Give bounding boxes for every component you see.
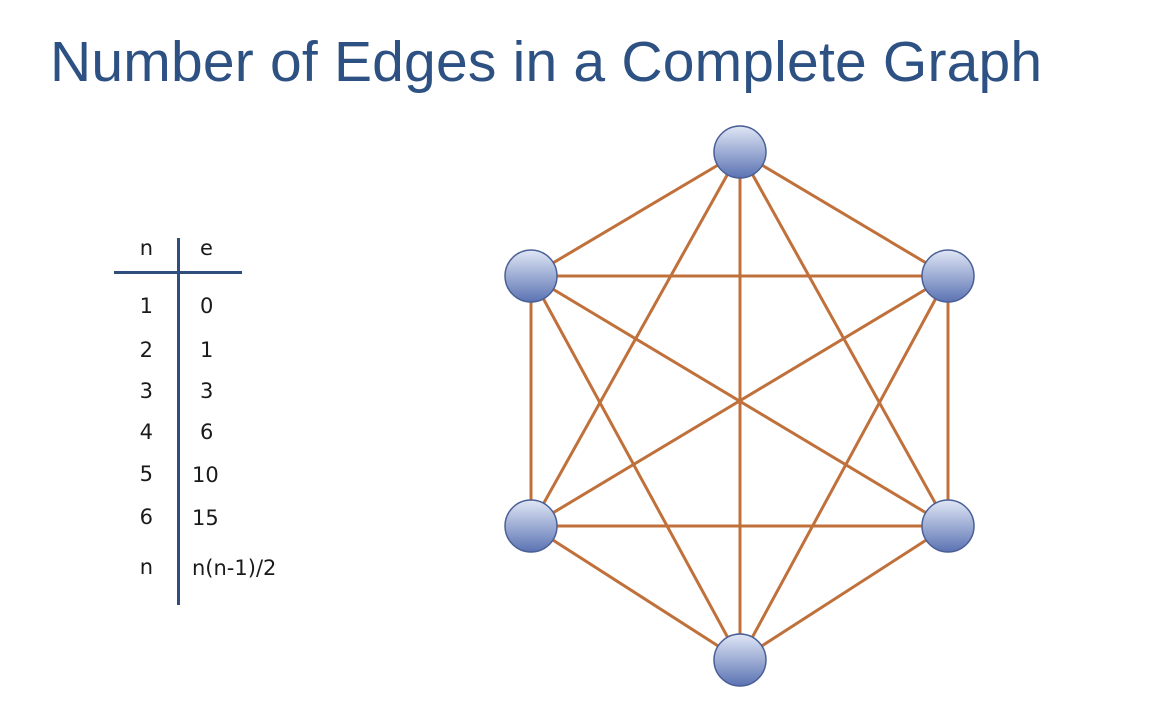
edge-1-2	[739, 150, 949, 278]
edge-3-6	[530, 274, 949, 528]
vertex-5	[504, 499, 558, 553]
header-n: n	[139, 236, 153, 260]
edge-3-4	[739, 524, 949, 662]
row-n-6: 6	[139, 505, 153, 529]
row-e-4: 6	[200, 420, 214, 444]
row-n-4: 4	[139, 420, 153, 444]
row-n-2: 2	[139, 338, 153, 362]
edge-4-5	[530, 524, 741, 662]
edge-1-6	[530, 150, 741, 278]
vertex-3	[921, 499, 975, 553]
vertex-6	[504, 249, 558, 303]
vertex-4	[713, 633, 767, 687]
row-n-general: n	[139, 555, 153, 579]
table-column-divider	[177, 238, 180, 605]
row-e-5: 10	[192, 463, 219, 487]
row-e-1: 0	[200, 294, 214, 318]
row-e-2: 1	[200, 338, 214, 362]
row-n-5: 5	[139, 462, 153, 486]
row-e-6: 15	[192, 506, 219, 530]
row-e-3: 3	[200, 379, 214, 403]
edge-2-4	[738, 275, 950, 661]
vertex-2	[921, 249, 975, 303]
row-n-1: 1	[139, 294, 153, 318]
edge-4-6	[529, 275, 742, 661]
row-e-general: n(n-1)/2	[192, 556, 277, 580]
header-e: e	[200, 236, 213, 260]
graph-edges	[529, 150, 950, 662]
vertex-1	[713, 125, 767, 179]
page-title: Number of Edges in a Complete Graph	[50, 30, 1043, 94]
graph-vertices	[504, 125, 975, 687]
row-n-3: 3	[139, 379, 153, 403]
